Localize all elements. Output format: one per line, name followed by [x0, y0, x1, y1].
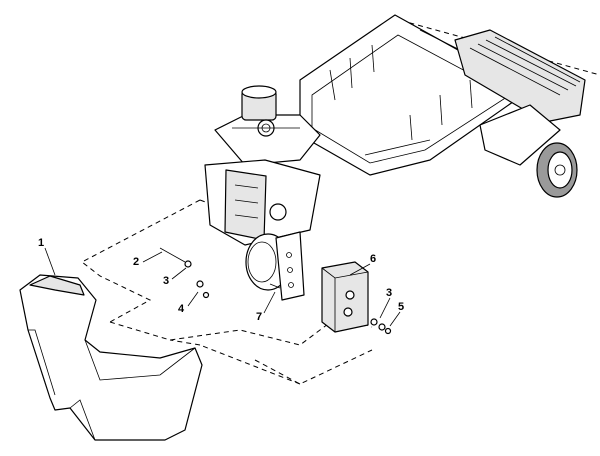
- bracket-icon: [275, 231, 305, 301]
- callout-4: 4: [178, 303, 185, 315]
- drive-wheel-icon: [204, 159, 321, 291]
- leader-lines: [44, 247, 401, 327]
- callout-7: 7: [256, 311, 262, 323]
- drive-motor-icon: [214, 85, 321, 166]
- callout-3: 3: [163, 275, 169, 287]
- caster-wheel-icon: [536, 142, 578, 198]
- callout-2: 2: [133, 256, 139, 268]
- callout-3-right: 3: [386, 287, 392, 299]
- callout-6: 6: [370, 253, 376, 265]
- callout-labels: 1 2 3 4 7 6 3 5: [38, 237, 404, 323]
- callout-1: 1: [38, 237, 44, 249]
- bumper-cover-icon: [19, 274, 203, 441]
- caster-housing-icon: [454, 29, 586, 166]
- mounting-block-icon: [321, 261, 369, 333]
- callout-5: 5: [398, 301, 404, 313]
- fastener-icon: [159, 247, 392, 335]
